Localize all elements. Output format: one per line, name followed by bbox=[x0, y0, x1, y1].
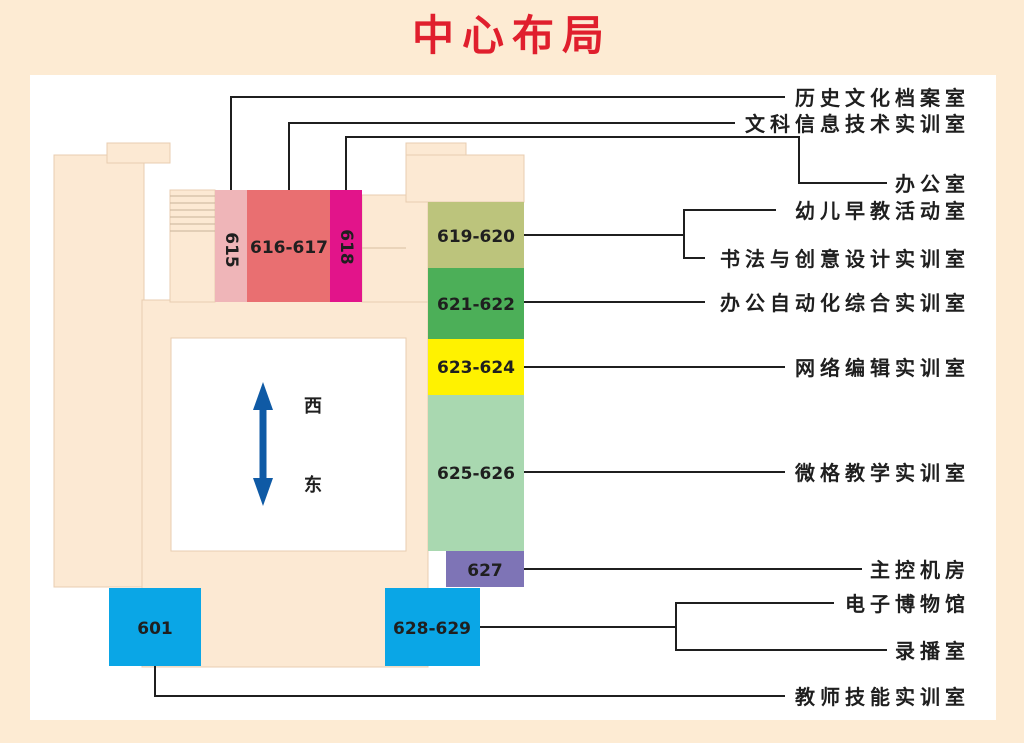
leader-619-620-branch bbox=[683, 209, 776, 259]
label-micro-course: 微格教学实训室 bbox=[794, 461, 970, 485]
leader-618 bbox=[345, 136, 887, 190]
stair-area bbox=[169, 189, 216, 303]
room-619-620-label: 619-620 bbox=[437, 227, 515, 247]
room-623-624-label: 623-624 bbox=[437, 358, 515, 378]
room-616-617-label: 616-617 bbox=[250, 238, 328, 258]
label-e-museum: 电子博物馆 bbox=[845, 592, 970, 616]
room-618[interactable] bbox=[330, 190, 362, 302]
page-title: 中心布局 bbox=[411, 11, 612, 60]
label-recording: 录播室 bbox=[895, 639, 970, 663]
label-calligraphy-design: 书法与创意设计实训室 bbox=[720, 247, 970, 271]
label-office-automation: 办公自动化综合实训室 bbox=[720, 291, 970, 315]
room-623-624[interactable] bbox=[428, 339, 524, 395]
courtyard bbox=[170, 337, 407, 552]
label-history-archive: 历史文化档案室 bbox=[795, 86, 970, 110]
room-601[interactable] bbox=[109, 588, 201, 666]
room-615[interactable] bbox=[215, 190, 247, 302]
leader-628-629-branch bbox=[675, 602, 887, 651]
room-616-617[interactable] bbox=[247, 190, 330, 302]
label-network-editing: 网络编辑实训室 bbox=[795, 356, 970, 380]
label-main-control: 主控机房 bbox=[870, 558, 970, 582]
leader-601 bbox=[154, 666, 785, 697]
label-teacher-skills: 教师技能实训室 bbox=[795, 685, 970, 709]
room-625-626-label: 625-626 bbox=[437, 464, 515, 484]
east-wing-wall bbox=[405, 154, 525, 203]
room-627-label: 627 bbox=[467, 561, 503, 581]
direction-arrow-icon bbox=[253, 382, 273, 506]
stairs bbox=[170, 195, 215, 232]
room-619-620[interactable] bbox=[428, 202, 524, 268]
direction-east-label: 东 bbox=[304, 474, 322, 496]
room-628-629[interactable] bbox=[385, 588, 480, 666]
room-621-622-label: 621-622 bbox=[437, 295, 515, 315]
direction-west-label: 西 bbox=[304, 396, 322, 417]
room-601-label: 601 bbox=[137, 619, 173, 639]
leader-615 bbox=[230, 96, 785, 190]
west-wing-top bbox=[106, 142, 171, 164]
leader-616-617 bbox=[288, 122, 735, 190]
room-627[interactable] bbox=[446, 551, 524, 587]
west-wing-wall bbox=[53, 154, 145, 588]
room-621-622[interactable] bbox=[428, 268, 524, 339]
room-615-label: 615 bbox=[221, 232, 241, 268]
label-liberal-it-lab: 文科信息技术实训室 bbox=[745, 112, 970, 136]
label-office: 办公室 bbox=[895, 172, 970, 196]
room-618-label: 618 bbox=[336, 229, 356, 265]
label-early-childhood: 幼儿早教活动室 bbox=[795, 199, 970, 223]
room-628-629-label: 628-629 bbox=[393, 619, 471, 639]
room-625-626[interactable] bbox=[428, 395, 524, 551]
